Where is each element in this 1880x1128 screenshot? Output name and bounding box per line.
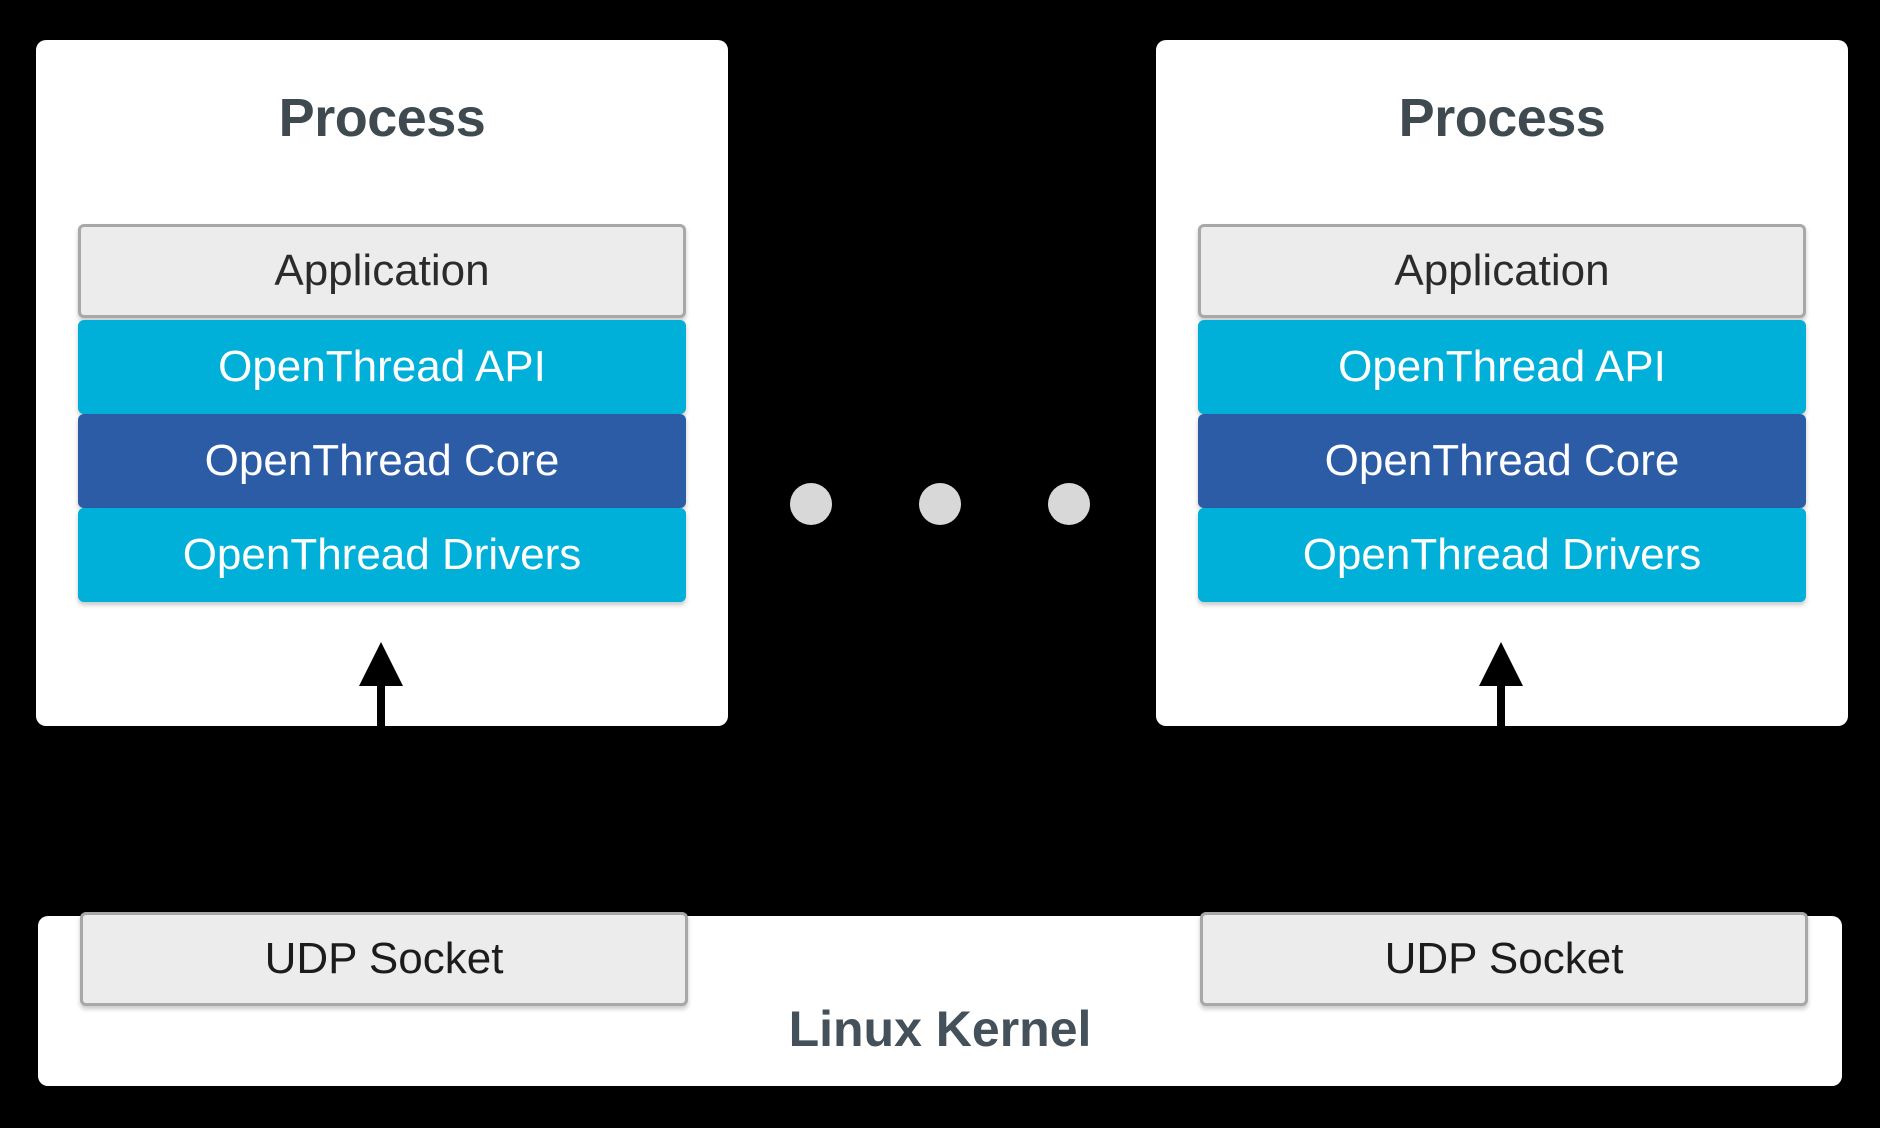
arrow-up-icon-right	[1479, 642, 1523, 760]
process-title-left: Process	[278, 88, 486, 148]
udp-socket-right: UDP Socket	[1200, 912, 1808, 1006]
layer-application-right: Application	[1198, 224, 1806, 318]
layer-openthread-api-left: OpenThread API	[78, 320, 686, 414]
ellipsis-dots-icon	[790, 482, 1090, 526]
layer-openthread-drivers-left: OpenThread Drivers	[78, 508, 686, 602]
layer-application-left: Application	[78, 224, 686, 318]
arrow-up-icon-left	[359, 642, 403, 760]
process-title-right: Process	[1398, 88, 1606, 148]
udp-socket-left: UDP Socket	[80, 912, 688, 1006]
linux-kernel-panel: Linux Kernel UDP Socket UDP Socket	[38, 912, 1842, 1086]
layer-openthread-core-left: OpenThread Core	[78, 414, 686, 508]
ellipsis-dot-3	[1048, 483, 1090, 525]
layer-openthread-core-right: OpenThread Core	[1198, 414, 1806, 508]
layer-openthread-drivers-right: OpenThread Drivers	[1198, 508, 1806, 602]
ellipsis-dot-1	[790, 483, 832, 525]
process-panel-left: Process Application OpenThread API OpenT…	[36, 40, 728, 726]
layer-openthread-api-right: OpenThread API	[1198, 320, 1806, 414]
linux-kernel-title: Linux Kernel	[788, 1001, 1092, 1057]
ellipsis-dot-2	[919, 483, 961, 525]
process-panel-right: Process Application OpenThread API OpenT…	[1156, 40, 1848, 726]
